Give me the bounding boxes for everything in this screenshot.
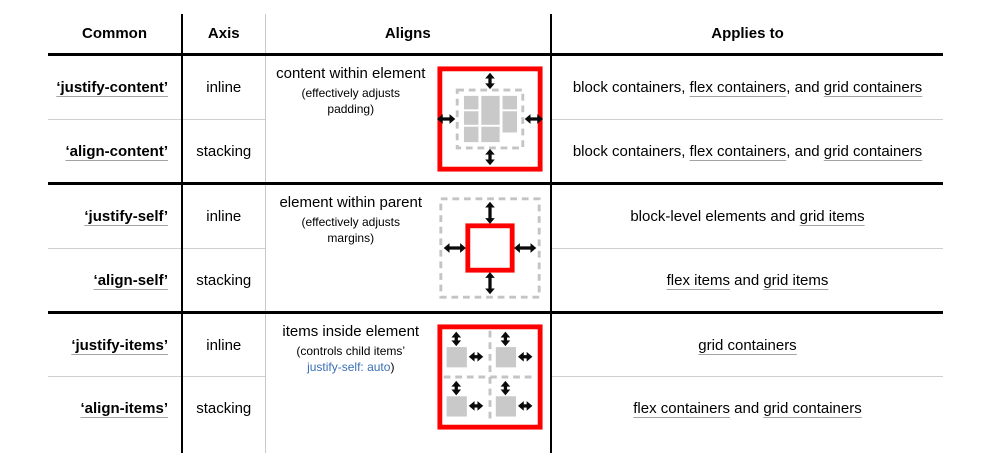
text-segment: ) — [390, 360, 395, 375]
property-link-label[interactable]: ‘align-self’ — [93, 271, 168, 289]
header-cell-applies-to: Applies to — [551, 14, 943, 56]
alignment-arrows-icon — [451, 331, 533, 411]
alignment-properties-table: Common Axis Aligns Applies to ‘justify-c… — [48, 14, 943, 453]
aligns-cell-self: element within parent (effectively adjus… — [265, 182, 552, 313]
applies-to-link[interactable]: grid items — [763, 271, 829, 289]
aligns-cell-content: content within element (effectively adju… — [265, 53, 552, 184]
text-segment: (effectively adjusts padding) — [301, 86, 401, 117]
header-cell-common: Common — [48, 14, 183, 56]
table-tail-row — [48, 440, 943, 453]
property-link-label[interactable]: ‘justify-content’ — [56, 79, 168, 96]
text-segment: block containers, — [572, 79, 690, 96]
header-cell-aligns: Aligns — [265, 14, 552, 56]
applies-to-cell: flex items and grid items — [551, 248, 943, 313]
applies-to-cell: flex containers and grid containers — [551, 376, 943, 440]
applies-to-link[interactable]: flex containers — [633, 400, 730, 418]
table-row: ‘align-self’ stacking flex items and gri… — [48, 248, 943, 313]
text-segment: and — [729, 400, 764, 418]
aligns-note: (effectively adjusts padding) — [281, 85, 421, 117]
header-cell-axis: Axis — [182, 14, 266, 56]
table-row: ‘justify-self’ inline element within par… — [48, 182, 943, 313]
axis-cell: inline — [182, 310, 266, 377]
property-link-label[interactable]: ‘justify-items’ — [71, 336, 168, 354]
text-segment: , and — [786, 79, 824, 96]
applies-to-link[interactable]: flex containers — [689, 142, 787, 160]
axis-cell: inline — [182, 182, 266, 249]
text-segment: block containers, — [572, 142, 690, 160]
aligns-title: content within element — [276, 65, 426, 82]
aligns-cell-items: items inside element (controls child ite… — [265, 311, 552, 440]
axis-cell: stacking — [182, 119, 266, 184]
applies-to-link[interactable]: grid items — [799, 208, 865, 225]
axis-cell: stacking — [182, 376, 266, 440]
applies-to-cell: grid containers — [551, 310, 943, 377]
applies-to-cell: block containers, flex containers, and g… — [551, 53, 943, 120]
applies-to-link[interactable]: flex containers — [689, 79, 787, 96]
table-row: ‘justify-items’ inline items inside elem… — [48, 310, 943, 440]
applies-to-link[interactable]: flex items — [666, 271, 730, 289]
text-segment: block-level elements and — [630, 208, 800, 225]
table-row: ‘align-items’ stacking flex containers a… — [48, 376, 943, 440]
property-link-justify-self[interactable]: ‘justify-self’ — [48, 182, 183, 249]
property-link-label[interactable]: ‘justify-self’ — [84, 208, 168, 225]
table-row: ‘justify-content’ inline content within … — [48, 53, 943, 184]
applies-to-link[interactable]: grid containers — [823, 79, 923, 96]
applies-to-cell: block-level elements and grid items — [551, 182, 943, 249]
property-link-justify-items[interactable]: ‘justify-items’ — [48, 310, 183, 377]
applies-to-link[interactable]: grid containers — [698, 336, 797, 354]
header-row: Common Axis Aligns Applies to — [48, 14, 943, 56]
tail-cell — [182, 440, 266, 453]
text-segment: (effectively adjusts margins) — [301, 215, 401, 246]
axis-cell: stacking — [182, 248, 266, 313]
table-row: ‘align-content’ stacking block container… — [48, 119, 943, 184]
alignment-arrows-icon — [436, 72, 544, 166]
applies-to-cell: block containers, flex containers, and g… — [551, 119, 943, 184]
aligns-note: (controls child items’ justify-self: aut… — [281, 343, 421, 375]
property-link-align-self[interactable]: ‘align-self’ — [48, 248, 183, 313]
aligns-note: (effectively adjusts margins) — [281, 214, 421, 246]
element-within-parent-diagram — [439, 197, 541, 299]
property-link-label[interactable]: ‘align-content’ — [65, 142, 169, 160]
tail-cell — [48, 440, 183, 453]
property-link-align-items[interactable]: ‘align-items’ — [48, 376, 183, 440]
aligns-title: element within parent — [279, 194, 423, 211]
code-reference: justify-self: auto — [307, 360, 391, 375]
text-segment: (controls child items’ — [296, 344, 406, 358]
property-link-label[interactable]: ‘align-items’ — [80, 400, 168, 418]
property-link-align-content[interactable]: ‘align-content’ — [48, 119, 183, 184]
axis-cell: inline — [182, 53, 266, 120]
applies-to-link[interactable]: grid containers — [823, 142, 923, 160]
property-link-justify-content[interactable]: ‘justify-content’ — [48, 53, 183, 120]
tail-cell — [265, 440, 552, 453]
aligns-title: items inside element — [282, 323, 420, 340]
applies-to-link[interactable]: grid containers — [763, 400, 862, 418]
content-within-element-diagram — [436, 66, 544, 172]
items-inside-element-diagram — [437, 324, 543, 430]
alignment-arrows-icon — [443, 201, 537, 295]
tail-cell — [551, 440, 943, 453]
text-segment: , and — [786, 142, 824, 160]
alignment-properties-figure: Common Axis Aligns Applies to ‘justify-c… — [48, 14, 985, 453]
text-segment: and — [729, 271, 764, 289]
